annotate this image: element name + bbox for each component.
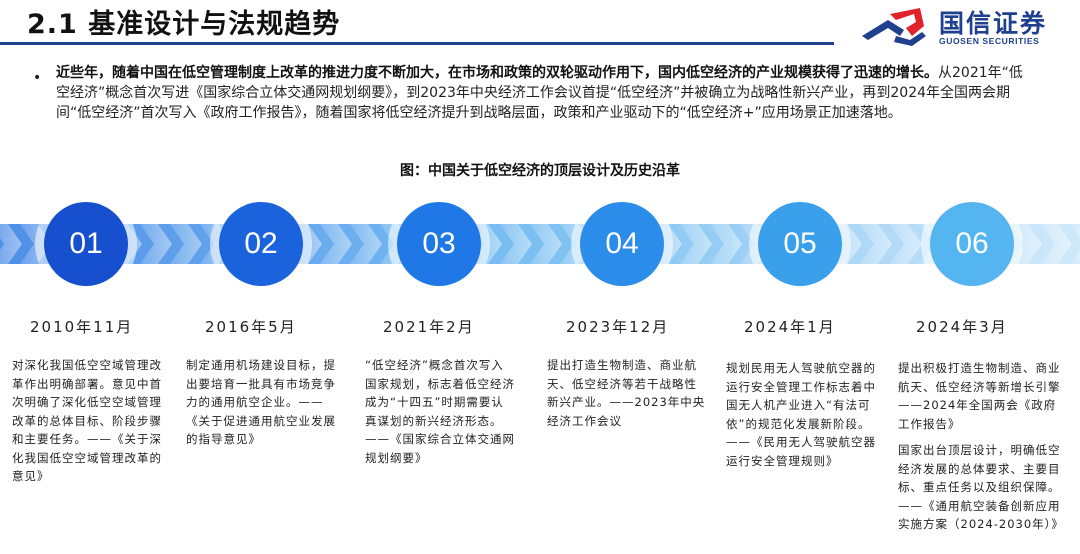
milestone-description: 对深化我国低空空域管理改革作出明确部署。意见中首次明确了深化低空空域管理改革的总… bbox=[12, 356, 172, 486]
title-underline bbox=[0, 42, 834, 45]
logo-subtitle: GUOSEN SECURITIES bbox=[939, 36, 1040, 46]
milestone-circle: 05 bbox=[758, 202, 842, 286]
logo-name: 国信证券 bbox=[939, 9, 1048, 38]
chevron-arrow-icon bbox=[1070, 224, 1080, 264]
chevron-arrow-icon bbox=[0, 224, 22, 264]
milestone-date: 2023年12月 bbox=[566, 318, 670, 336]
chevron-arrow-icon bbox=[170, 224, 202, 264]
bullet-dot-icon: • bbox=[33, 70, 42, 86]
milestone-description: 制定通用机场建设目标，提出要培育一批具有市场竞争力的通用航空企业。——《关于促进… bbox=[186, 356, 346, 449]
chevron-arrow-icon bbox=[1040, 224, 1072, 264]
page-title: 2.1 基准设计与法规趋势 bbox=[27, 9, 341, 40]
milestone-description: 提出打造生物制造、商业航天、低空经济等若干战略性新兴产业。——2023年中央经济… bbox=[547, 356, 709, 430]
milestone-date: 2010年11月 bbox=[30, 318, 134, 336]
milestone-description-text: “低空经济”概念首次写入国家规划，标志着低空经济成为“十四五”时期需要认真谋划的… bbox=[365, 358, 515, 465]
milestone-description: “低空经济”概念首次写入国家规划，标志着低空经济成为“十四五”时期需要认真谋划的… bbox=[365, 356, 515, 467]
milestone-description: 提出积极打造生物制造、商业航天、低空经济等新增长引擎——2024年全国两会《政府… bbox=[898, 359, 1064, 534]
milestone-date: 2024年1月 bbox=[744, 318, 836, 336]
milestone-circle: 06 bbox=[930, 202, 1014, 286]
intro-text: 从2021年“低空经济”概念首次写进《国家综合立体交通网规划纲要》，到2023年… bbox=[56, 65, 1023, 121]
milestone-description: 规划民用无人驾驶航空器的运行安全管理工作标志着中国无人机产业进入“有法可依”的规… bbox=[726, 359, 886, 470]
chevron-arrow-icon bbox=[140, 224, 172, 264]
chevron-arrow-icon bbox=[530, 224, 562, 264]
milestone-description-text: 规划民用无人驾驶航空器的运行安全管理工作标志着中国无人机产业进入“有法可依”的规… bbox=[726, 361, 876, 468]
milestone-circle: 01 bbox=[44, 202, 128, 286]
milestone-circle: 03 bbox=[397, 202, 481, 286]
chevron-arrow-icon bbox=[500, 224, 532, 264]
milestone-date: 2021年2月 bbox=[383, 318, 475, 336]
milestone-description-text: 提出积极打造生物制造、商业航天、低空经济等新增长引擎——2024年全国两会《政府… bbox=[898, 361, 1061, 431]
milestone-description-text-2: 国家出台顶层设计，明确低空经济发展的总体要求、主要目标、重点任务以及组织保障。—… bbox=[898, 443, 1064, 531]
intro-paragraph: 近些年，随着中国在低空管理制度上改革的推进力度不断加大，在市场和政策的双轮驱动作… bbox=[56, 63, 1026, 123]
milestone-description-text: 提出打造生物制造、商业航天、低空经济等若干战略性新兴产业。——2023年中央经济… bbox=[547, 358, 706, 428]
timeline-arrow-band bbox=[0, 224, 1080, 264]
chevron-arrow-icon bbox=[320, 224, 352, 264]
guosen-logo-icon bbox=[862, 8, 926, 46]
chevron-arrow-icon bbox=[860, 224, 892, 264]
intro-bold: 近些年，随着中国在低空管理制度上改革的推进力度不断加大，在市场和政策的双轮驱动作… bbox=[56, 65, 938, 81]
milestone-circle: 04 bbox=[580, 202, 664, 286]
milestone-date: 2024年3月 bbox=[916, 318, 1008, 336]
chevron-arrow-icon bbox=[710, 224, 742, 264]
chevron-arrow-icon bbox=[350, 224, 382, 264]
milestone-description-text: 制定通用机场建设目标，提出要培育一批具有市场竞争力的通用航空企业。——《关于促进… bbox=[186, 358, 336, 446]
figure-title: 图：中国关于低空经济的顶层设计及历史沿革 bbox=[400, 163, 680, 179]
milestone-date: 2016年5月 bbox=[205, 318, 297, 336]
chevron-arrow-icon bbox=[680, 224, 712, 264]
milestone-description-text: 对深化我国低空空域管理改革作出明确部署。意见中首次明确了深化低空空域管理改革的总… bbox=[12, 358, 162, 483]
chevron-arrow-icon bbox=[890, 224, 922, 264]
milestone-circle: 02 bbox=[219, 202, 303, 286]
